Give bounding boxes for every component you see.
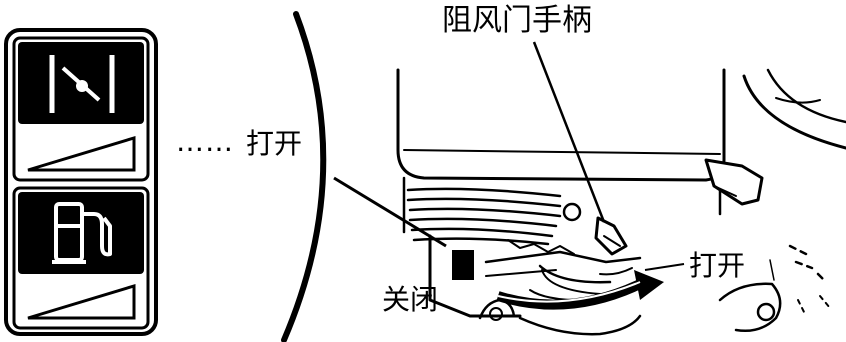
- choke-handle-label: 阻风门手柄: [442, 3, 592, 38]
- cylinder-fins: [406, 187, 562, 246]
- wedge-ramp-icon: [27, 283, 136, 320]
- detail-leader-line: [333, 176, 447, 248]
- choke-control-panel: [4, 28, 158, 336]
- open-pointer: [644, 263, 685, 271]
- detail-circle-arc: [281, 11, 327, 342]
- choke-section: [12, 36, 150, 182]
- choke-symbol-icon: [49, 55, 115, 113]
- open-label-engine: 打开: [689, 249, 746, 282]
- fuel-section: [12, 186, 150, 330]
- close-label: 关闭: [382, 283, 439, 316]
- wedge-ramp-icon: [27, 135, 136, 172]
- choke-lever: [562, 202, 628, 256]
- carburetor-body: [428, 234, 522, 318]
- fuel-pump-icon: [52, 202, 112, 264]
- fuel-tank-outline: [396, 68, 726, 182]
- engine-drawing: [396, 68, 846, 336]
- bracket: [704, 158, 764, 206]
- open-label-panel: 打开: [246, 127, 303, 160]
- leader-dots: ……: [176, 125, 234, 158]
- choke-handle-leader: [532, 41, 606, 223]
- direction-arrow: [496, 270, 664, 310]
